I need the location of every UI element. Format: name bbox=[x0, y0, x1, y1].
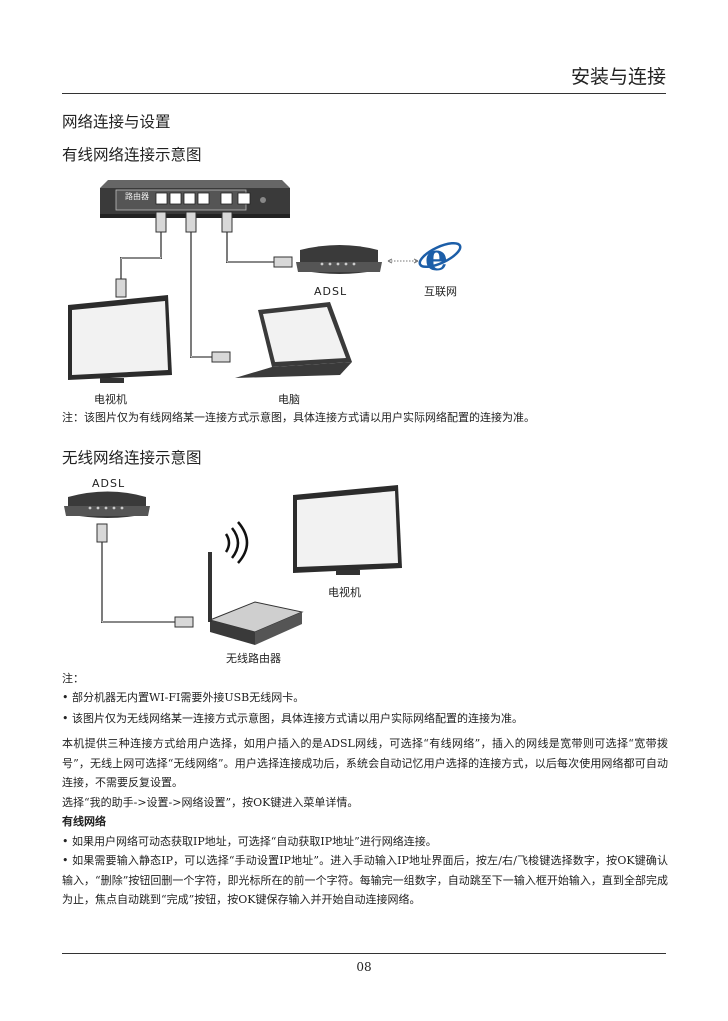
footer-divider bbox=[62, 953, 666, 954]
wired-diagram-title: 有线网络连接示意图 bbox=[62, 146, 202, 164]
tv-label-wireless: 电视机 bbox=[328, 586, 361, 599]
laptop bbox=[235, 302, 352, 378]
wired-network-subhead: 有线网络 bbox=[62, 815, 106, 828]
adsl-modem-wireless bbox=[64, 491, 150, 518]
section-title: 网络连接与设置 bbox=[62, 113, 171, 131]
router-label: 路由器 bbox=[125, 192, 149, 201]
pc-label: 电脑 bbox=[278, 393, 300, 406]
intro-paragraph: 本机提供三种连接方式给用户选择，如用户插入的是ADSL网线，可选择“有线网络”，… bbox=[62, 737, 668, 789]
page-header-title: 安装与连接 bbox=[570, 66, 666, 88]
wired-note: 注：该图片仅为有线网络某一连接方式示意图，具体连接方式请以用户实际网络配置的连接… bbox=[62, 411, 535, 424]
wireless-note-head: 注： bbox=[62, 672, 84, 685]
wireless-note-bullet: • 该图片仅为无线网络某一连接方式示意图，具体连接方式请以用户实际网络配置的连接… bbox=[62, 712, 523, 725]
wireless-router bbox=[208, 552, 304, 645]
television-wired bbox=[68, 295, 172, 383]
internet-explorer-icon: e bbox=[418, 237, 462, 279]
page-number: 08 bbox=[356, 960, 372, 974]
static-ip-bullet: • 如果需要输入静态IP，可以选择“手动设置IP地址”。进入手动输入IP地址界面… bbox=[62, 854, 668, 906]
tv-label-wired: 电视机 bbox=[94, 393, 127, 406]
television-wireless bbox=[293, 485, 402, 575]
wireless-diagram-title: 无线网络连接示意图 bbox=[62, 449, 202, 467]
wifi-signal-icon bbox=[224, 521, 249, 564]
wireless-router-label: 无线路由器 bbox=[226, 652, 281, 665]
adsl-label-wired: ADSL bbox=[314, 285, 348, 298]
dhcp-bullet: • 如果用户网络可动态获取IP地址，可选择“自动获取IP地址”进行网络连接。 bbox=[62, 834, 437, 848]
header-divider bbox=[62, 93, 666, 94]
adsl-modem bbox=[296, 245, 382, 274]
adsl-label-wireless: ADSL bbox=[92, 477, 126, 490]
wireless-note-bullet: • 部分机器无内置WI-FI需要外接USB无线网卡。 bbox=[62, 691, 305, 704]
internet-label: 互联网 bbox=[424, 285, 457, 298]
svg-text:e: e bbox=[425, 237, 448, 279]
body-content: 本机提供三种连接方式给用户选择，如用户插入的是ADSL网线，可选择“有线网络”，… bbox=[62, 734, 668, 910]
menu-path-paragraph: 选择“我的助手->设置->网络设置”，按OK键进入菜单详情。 bbox=[62, 795, 359, 809]
